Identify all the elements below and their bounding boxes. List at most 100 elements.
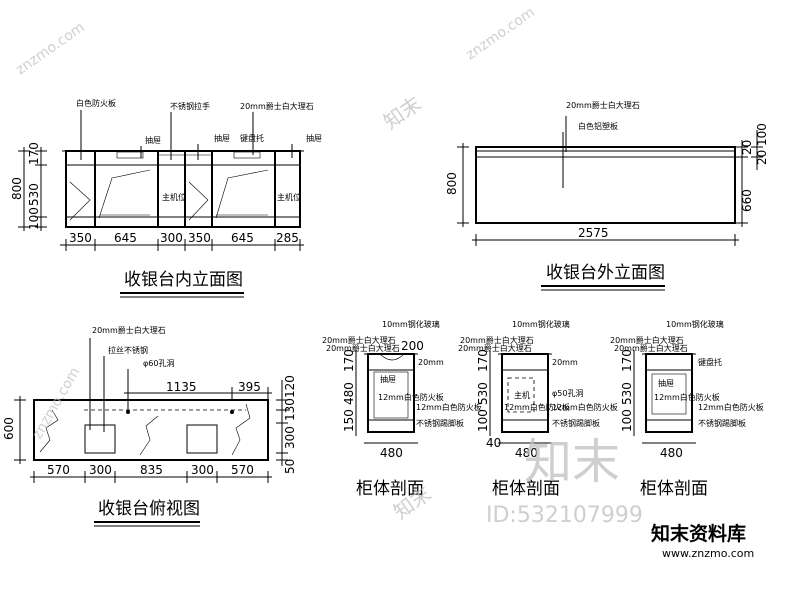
footer-brand: 知末资料库 (651, 522, 746, 545)
sec3-label-panel-b: 12mm白色防火板 (698, 402, 764, 412)
plan-title: 收银台俯视图 (98, 499, 200, 519)
sec2-label-hole: φ50孔洞 (552, 388, 583, 398)
dim-outer-20a: 20 (740, 140, 754, 155)
label-white-panel: 白色防火板 (76, 98, 116, 108)
watermark-site-2: znzmo.com (463, 4, 538, 63)
footer-url: www.znzmo.com (662, 547, 754, 560)
watermark-id: ID:532107999 (486, 503, 643, 528)
dim-inner-285: 285 (276, 231, 299, 245)
sec1-label-panel-a: 12mm白色防火板 (378, 392, 444, 402)
sec1-dim-480w: 480 (380, 446, 403, 460)
dim-outer-2575: 2575 (578, 226, 609, 240)
sec2-dim-530: 530 (476, 382, 490, 405)
sec1-dim-150: 150 (342, 409, 356, 432)
inner-elevation-title: 收银台内立面图 (124, 270, 243, 290)
dim-inner-645a: 645 (114, 231, 137, 245)
section-2-title: 柜体剖面 (492, 479, 560, 499)
dim-plan-600: 600 (2, 417, 16, 440)
sec2-dim-170: 170 (476, 349, 490, 372)
label-keyboard-tray: 键盘托 (240, 133, 264, 143)
sec2-label-kick: 不锈钢踢脚板 (552, 418, 600, 428)
dim-inner-645b: 645 (231, 231, 254, 245)
sec2-label-marble-a: 20mm爵士白大理石 (460, 335, 534, 345)
outer-elevation: 20mm爵士白大理石 白色铝塑板 2575 800 20 100 20 660 … (445, 100, 769, 291)
watermark-brand-large: 知末 (524, 434, 620, 490)
sec3-label-kick: 不锈钢踢脚板 (698, 418, 746, 428)
watermark-site-1: znzmo.com (13, 19, 88, 78)
sec1-dim-170: 170 (342, 349, 356, 372)
dim-inner-300: 300 (160, 231, 183, 245)
dim-plan-570a: 570 (47, 463, 70, 477)
outer-elevation-outline (475, 146, 736, 224)
watermark-brand-1: 知末 (379, 91, 426, 134)
dim-inner-170: 170 (27, 142, 41, 165)
sec3-label-keyboard: 键盘托 (698, 357, 722, 367)
inner-elevation-outline (65, 150, 301, 228)
label-outer-aluminum: 白色铝塑板 (578, 121, 618, 131)
dim-inner-350b: 350 (188, 231, 211, 245)
dim-outer-100: 100 (755, 123, 769, 146)
plan-outline (33, 399, 269, 461)
sec1-label-20mm: 20mm (418, 358, 444, 367)
sec3-label-glass: 10mm钢化玻璃 (666, 319, 724, 329)
sec2-dim-100: 100 (476, 409, 490, 432)
label-steel-handle: 不锈钢拉手 (170, 101, 210, 111)
label-outer-marble: 20mm爵士白大理石 (566, 100, 640, 110)
sec2-label-panel-a: 12mm白色防火板 (504, 402, 570, 412)
label-drawer-3: 抽屉 (306, 133, 322, 143)
sec1-dim-480: 480 (342, 382, 356, 405)
section-3: 10mm钢化玻璃 20mm爵士白大理石 20mm爵士白大理石 键盘托 抽屉 12… (610, 319, 764, 499)
label-plan-steel: 拉丝不锈钢 (108, 345, 148, 355)
dim-inner-350a: 350 (69, 231, 92, 245)
section-3-title: 柜体剖面 (640, 479, 708, 499)
dim-plan-300: 300 (283, 426, 297, 449)
dim-plan-570b: 570 (231, 463, 254, 477)
outer-elevation-title: 收银台外立面图 (546, 263, 665, 283)
dim-outer-800: 800 (445, 172, 459, 195)
dim-plan-395: 395 (238, 380, 261, 394)
sec2-dim-480w: 480 (515, 446, 538, 460)
dim-inner-530: 530 (27, 183, 41, 206)
dim-plan-1135: 1135 (166, 380, 197, 394)
dim-plan-300b: 300 (191, 463, 214, 477)
sec2-label-20mm: 20mm (552, 358, 578, 367)
sec1-dim-200: 200 (401, 339, 424, 353)
dim-plan-120: 120 (283, 375, 297, 398)
plan-view: 20mm爵士白大理石 拉丝不锈钢 φ60孔洞 1135 395 570 300 … (2, 325, 297, 527)
sec2-label-host: 主机 (514, 390, 530, 400)
sec3-label-marble-b: 20mm爵士白大理石 (614, 343, 688, 353)
section-1-title: 柜体剖面 (356, 479, 424, 499)
sec2-label-marble-b: 20mm爵士白大理石 (458, 343, 532, 353)
sec2-label-glass: 10mm钢化玻璃 (512, 319, 570, 329)
section-2: 10mm钢化玻璃 20mm爵士白大理石 20mm爵士白大理石 20mm 主机 φ… (458, 319, 618, 499)
label-host-1: 主机位 (162, 192, 186, 202)
sec2-label-panel-b: 12mm白色防火板 (552, 402, 618, 412)
dim-plan-300a: 300 (89, 463, 112, 477)
label-plan-marble: 20mm爵士白大理石 (92, 325, 166, 335)
sec1-label-marble-b: 20mm爵士白大理石 (326, 343, 400, 353)
sec2-dim-40: 40 (486, 436, 501, 450)
sec3-label-drawer: 抽屉 (658, 378, 674, 388)
label-host-2: 主机位 (277, 192, 301, 202)
label-plan-hole: φ60孔洞 (143, 358, 174, 368)
sec3-label-panel-a: 12mm白色防火板 (654, 392, 720, 402)
section-1: 10mm钢化玻璃 20mm爵士白大理石 20mm爵士白大理石 20mm 抽屉 1… (322, 319, 482, 499)
label-drawer-1: 抽屉 (145, 135, 161, 145)
inner-elevation: 白色防火板 不锈钢拉手 20mm爵士白大理石 抽屉 抽屉 键盘托 抽屉 主机位 … (10, 98, 322, 298)
sec3-dim-480w: 480 (660, 446, 683, 460)
dim-plan-835: 835 (140, 463, 163, 477)
dim-plan-50: 50 (283, 459, 297, 474)
dim-outer-20b: 20 (755, 150, 769, 165)
sec3-dim-530: 530 (620, 382, 634, 405)
label-marble: 20mm爵士白大理石 (240, 101, 314, 111)
dim-plan-130: 130 (283, 398, 297, 421)
sec1-label-drawer: 抽屉 (380, 374, 396, 384)
sec3-dim-100: 100 (620, 409, 634, 432)
sec1-label-panel-b: 12mm白色防火板 (416, 402, 482, 412)
sec1-label-marble-a: 20mm爵士白大理石 (322, 335, 396, 345)
sec3-label-marble-a: 20mm爵士白大理石 (610, 335, 684, 345)
dim-inner-800: 800 (10, 177, 24, 200)
label-drawer-2: 抽屉 (214, 133, 230, 143)
sec1-label-kick: 不锈钢踢脚板 (416, 418, 464, 428)
